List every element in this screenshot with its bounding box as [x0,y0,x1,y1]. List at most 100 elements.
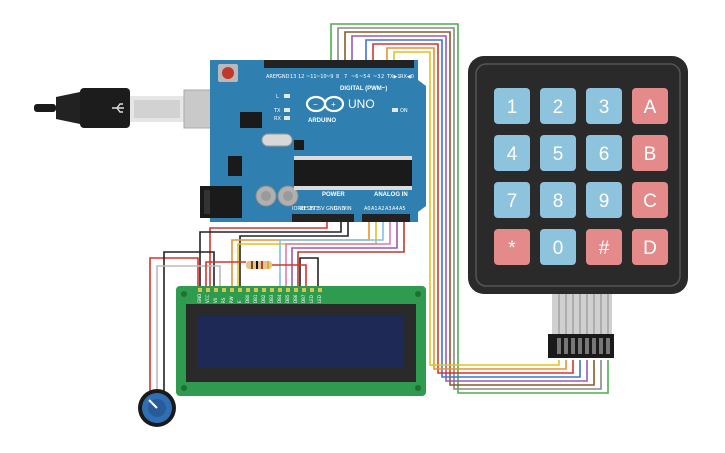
keypad[interactable]: 1 2 3 A 4 5 6 B 7 8 9 C * 0 # D [468,56,688,294]
svg-text:2: 2 [381,74,384,80]
key-label: A [644,97,657,118]
svg-text:~11: ~11 [306,74,317,80]
lcd-pin [206,288,210,292]
power-pin-labels: IOREF RESET 3V3 5V GND GND VIN [292,206,352,212]
digital-pin-labels: AREF GND 13 12 ~11 ~10 ~9 8 7 ~6 ~5 4 ~3… [266,74,414,80]
lcd-pin-label: DB6 [293,294,298,303]
svg-text:RX◀0: RX◀0 [400,74,414,80]
lcd-pin [310,288,314,292]
lcd-pin-label: RW [229,296,234,303]
wire-a5-red [297,222,405,288]
lcd-pin [238,288,242,292]
svg-text:A0: A0 [364,206,371,212]
lcd-pin [294,288,298,292]
lcd-screen [198,316,404,368]
reset-button[interactable] [218,64,238,82]
key-label: 9 [599,191,610,212]
crystal [261,133,293,147]
svg-text:5V: 5V [318,206,325,212]
lcd-pin [254,288,258,292]
key-2[interactable]: 2 [540,88,576,124]
model-label: UNO [348,97,375,111]
lcd-pin [278,288,282,292]
wire-red [372,43,574,374]
lcd-pin [302,288,306,292]
key-8[interactable]: 8 [540,182,576,218]
key-label: 4 [507,144,518,165]
lcd-pin-label: E [237,300,242,303]
wire-gnd-black [199,222,342,288]
analog-pin-labels: A0 A1 A2 A3 A4 A5 [364,206,406,212]
arduino-board[interactable]: AREF GND 13 12 ~11 ~10 ~9 8 7 ~6 ~5 4 ~3… [200,60,426,222]
key-label: 2 [553,97,564,118]
svg-text:~6: ~6 [351,74,358,80]
key-label: 7 [507,191,518,212]
keypad-keys: 1 2 3 A 4 5 6 B 7 8 9 C * 0 # D [494,88,668,265]
key-star[interactable]: * [494,229,530,265]
key-label: 6 [599,144,610,165]
key-1[interactable]: 1 [494,88,530,124]
svg-text:RX: RX [274,116,281,122]
lcd-pin [230,288,234,292]
lcd-pin [318,288,322,292]
key-label: C [643,191,657,212]
key-5[interactable]: 5 [540,135,576,171]
key-4[interactable]: 4 [494,135,530,171]
usb-icon [112,103,124,113]
wire-purple [351,35,588,382]
svg-text:+: + [331,100,336,109]
usb-cable [34,88,215,129]
svg-text:GND: GND [278,74,290,80]
lcd-pin-label: GND [197,294,202,303]
key-7[interactable]: 7 [494,182,530,218]
digital-header [264,60,414,68]
svg-text:TX▶1: TX▶1 [386,74,401,80]
svg-text:A1: A1 [371,206,378,212]
wire-pot-black [163,251,215,392]
key-d[interactable]: D [632,229,668,265]
digital-label: DIGITAL (PWM~) [340,86,387,92]
keypad-connector [548,294,614,358]
key-b[interactable]: B [632,135,668,171]
key-a[interactable]: A [632,88,668,124]
wire-blue [365,39,581,378]
svg-text:~9: ~9 [326,74,333,80]
lcd-pin-label: DB1 [253,294,258,303]
wire-a2-lightblue [279,222,384,288]
atmega-chip [294,156,412,190]
wire-pot-red [149,257,199,392]
key-3[interactable]: 3 [586,88,622,124]
wire-res-right [272,264,307,288]
key-c[interactable]: C [632,182,668,218]
key-label: 8 [553,191,564,212]
lcd-pin-label: VCC [205,294,210,303]
capacitors [255,185,299,207]
svg-text:~5: ~5 [359,74,366,80]
wire-gray [337,27,602,390]
svg-text:−: − [313,100,318,109]
svg-text:A3: A3 [385,206,392,212]
resistor [246,261,272,269]
potentiometer[interactable] [138,389,176,427]
key-9[interactable]: 9 [586,182,622,218]
lcd-pin-label: DB3 [269,294,274,303]
svg-text:GND: GND [334,206,346,212]
lcd-pin-label: DB7 [301,294,306,303]
key-0[interactable]: 0 [540,229,576,265]
svg-text:7: 7 [344,74,347,80]
svg-text:AREF: AREF [266,74,279,80]
lcd-pin [286,288,290,292]
lcd-pin [222,288,226,292]
key-6[interactable]: 6 [586,135,622,171]
analog-label: ANALOG IN [374,192,408,198]
svg-text:~10: ~10 [316,74,327,80]
svg-text:13: 13 [290,74,296,80]
svg-text:IOREF: IOREF [292,206,307,212]
wire-pot-white [156,265,221,392]
wires [149,23,609,394]
lcd-pin-label: V0 [213,297,218,303]
svg-text:TX: TX [273,108,281,114]
key-hash[interactable]: # [586,229,622,265]
wire-green [330,23,609,394]
